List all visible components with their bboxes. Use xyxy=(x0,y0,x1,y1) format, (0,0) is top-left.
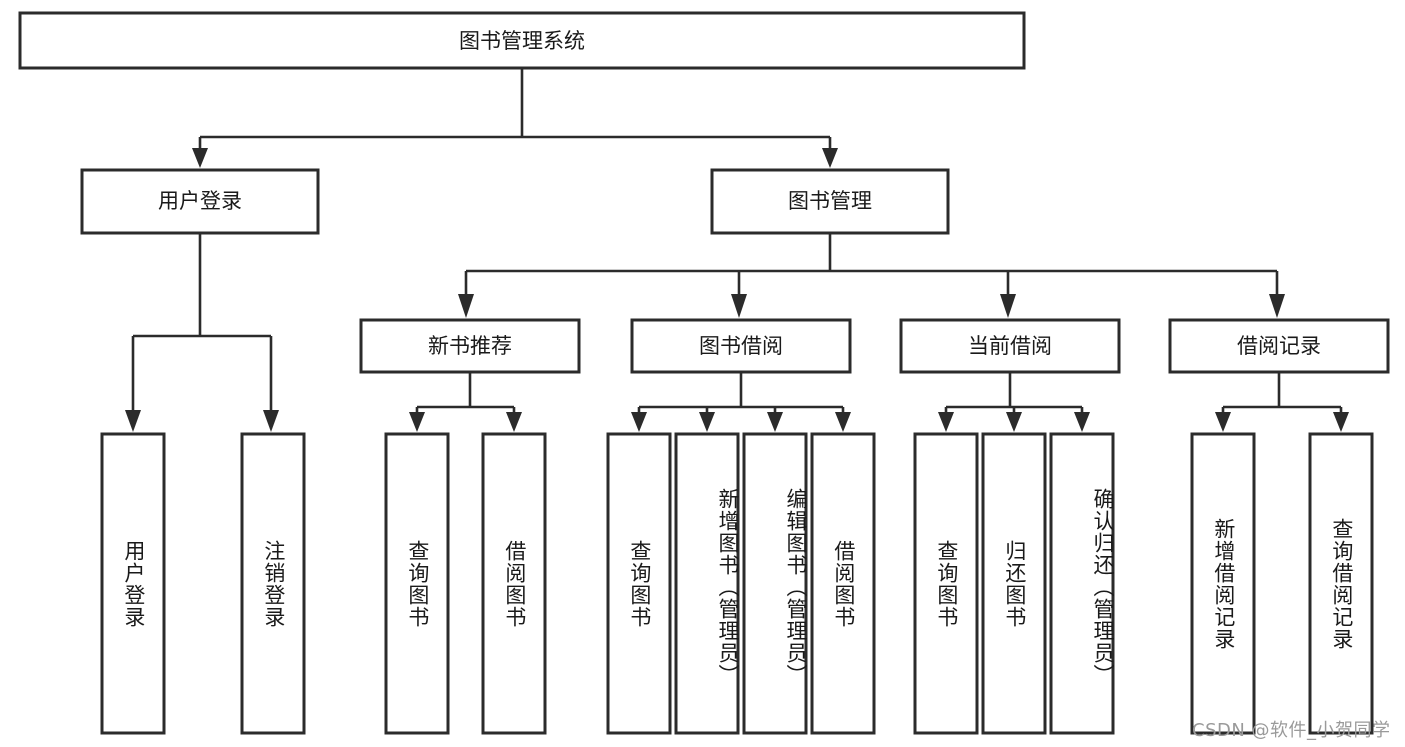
node-root-system-label: 图书管理系统 xyxy=(459,29,585,53)
node-leaf-query-book-1[interactable] xyxy=(384,432,450,735)
node-leaf-return-book[interactable] xyxy=(981,432,1047,735)
arrow-leaf-query-book-2 xyxy=(631,412,647,432)
arrow-leaf-borrow-book-1 xyxy=(506,412,522,432)
node-current-borrow-label: 当前借阅 xyxy=(968,334,1052,358)
node-book-borrow[interactable] xyxy=(630,318,852,374)
csdn-watermark: CSDN @软件_小贺同学 xyxy=(1192,720,1391,741)
node-new-book-recommend[interactable] xyxy=(359,318,581,374)
node-leaf-borrow-book-1[interactable] xyxy=(481,432,547,735)
node-leaf-add-borrow-record[interactable] xyxy=(1190,432,1256,735)
arrow-leaf-query-record xyxy=(1333,412,1349,432)
node-book-borrow-label: 图书借阅 xyxy=(699,334,783,358)
node-borrow-record-label: 借阅记录 xyxy=(1237,334,1321,358)
arrow-to-current-borrow xyxy=(1000,294,1016,318)
node-layer: 图书管理系统 用户登录 图书管理 新书推荐 图书借阅 当前借阅 借阅记录 xyxy=(18,11,1390,735)
node-user-login-label: 用户登录 xyxy=(158,189,242,213)
arrow-leaf-confirm-return xyxy=(1074,412,1090,432)
arrow-leaf-add-book xyxy=(699,412,715,432)
arrow-to-new-book-rec xyxy=(458,294,474,318)
connector-layer xyxy=(125,68,1349,432)
arrow-leaf-edit-book xyxy=(767,412,783,432)
arrow-to-book-borrow xyxy=(731,294,747,318)
arrow-leaf-borrow-book-2 xyxy=(835,412,851,432)
arrow-leaf-return-book xyxy=(1006,412,1022,432)
arrow-to-book-manage xyxy=(822,148,838,168)
arrow-leaf-add-record xyxy=(1215,412,1231,432)
node-leaf-logout[interactable] xyxy=(240,432,306,735)
arrow-leaf-user-login xyxy=(125,410,141,432)
node-book-management-label: 图书管理 xyxy=(788,189,872,213)
arrow-leaf-query-book-3 xyxy=(938,412,954,432)
node-book-management[interactable] xyxy=(710,168,950,235)
node-leaf-borrow-book-2[interactable] xyxy=(810,432,876,735)
node-borrow-record[interactable] xyxy=(1168,318,1390,374)
node-leaf-add-book[interactable] xyxy=(674,432,740,735)
node-root-system[interactable] xyxy=(18,11,1026,70)
node-current-borrow[interactable] xyxy=(899,318,1121,374)
node-new-book-recommend-label: 新书推荐 xyxy=(428,334,512,358)
node-leaf-query-book-2[interactable] xyxy=(606,432,672,735)
node-leaf-query-borrow-record[interactable] xyxy=(1308,432,1374,735)
arrow-leaf-query-book-1 xyxy=(409,412,425,432)
node-leaf-confirm-return[interactable] xyxy=(1049,432,1115,735)
node-leaf-query-book-3[interactable] xyxy=(913,432,979,735)
node-leaf-user-login[interactable] xyxy=(100,432,166,735)
arrow-to-borrow-record xyxy=(1269,294,1285,318)
arrow-to-user-login xyxy=(192,148,208,168)
node-user-login[interactable] xyxy=(80,168,320,235)
arrow-leaf-logout xyxy=(263,410,279,432)
node-leaf-edit-book[interactable] xyxy=(742,432,808,735)
